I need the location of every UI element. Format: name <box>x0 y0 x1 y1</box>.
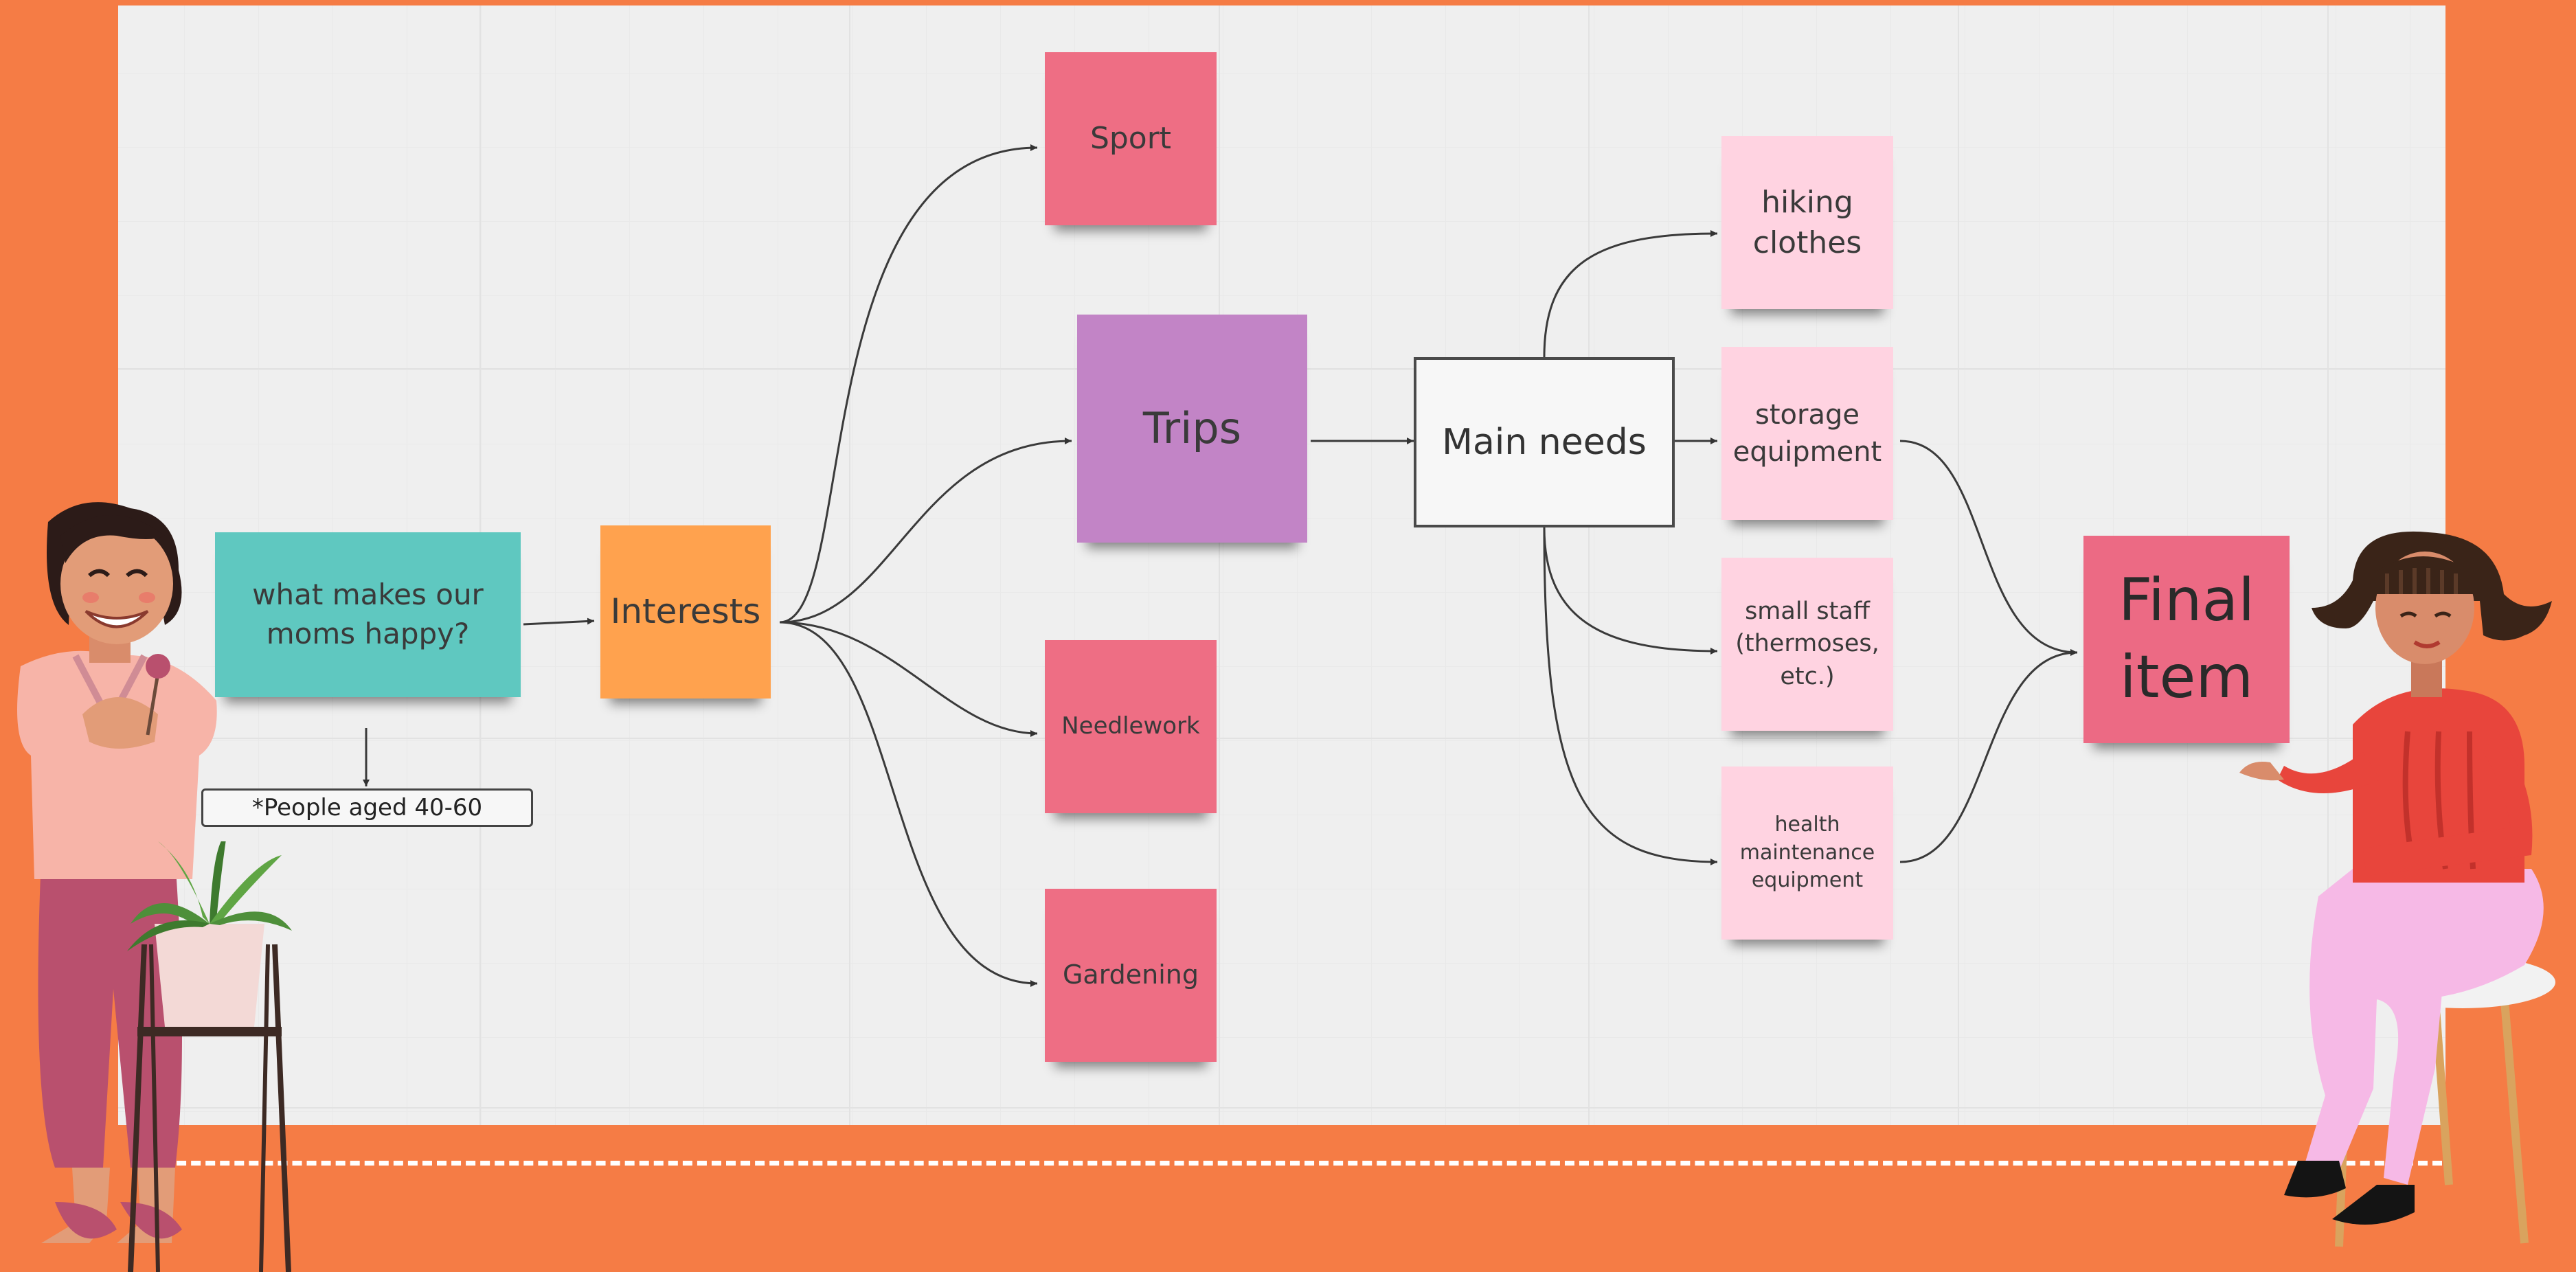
trips-note[interactable]: Trips <box>1077 315 1307 543</box>
connector-interests-to-needlework <box>779 621 1038 737</box>
whiteboard-canvas <box>118 5 2445 1125</box>
woman-holding-flower-illustration <box>17 502 217 1243</box>
gardening-label: Gardening <box>1062 959 1199 990</box>
small-staff-note[interactable]: small staff (thermoses, etc.) <box>1721 558 1893 731</box>
main-needs-label: Main needs <box>1442 422 1647 463</box>
connector-storage-to-final <box>1899 440 2078 656</box>
connector-interests-to-trips <box>779 438 1072 624</box>
sport-note[interactable]: Sport <box>1045 52 1217 225</box>
connector-root-to-interests <box>523 617 595 626</box>
storage-equipment-label: storage equipment <box>1732 399 1882 468</box>
storage-equipment-note[interactable]: storage equipment <box>1721 347 1893 520</box>
final-item-label: Final item <box>2118 566 2255 712</box>
connector-main-needs-to-health <box>1543 527 1718 865</box>
root-question-label: what makes our moms happy? <box>252 578 484 650</box>
interests-note[interactable]: Interests <box>600 525 771 699</box>
small-staff-label: small staff (thermoses, etc.) <box>1735 598 1879 690</box>
needlework-note[interactable]: Needlework <box>1045 640 1217 813</box>
connector-interests-to-sport <box>779 144 1038 624</box>
health-equipment-note[interactable]: health maintenance equipment <box>1721 766 1893 940</box>
hiking-clothes-note[interactable]: hiking clothes <box>1721 136 1893 309</box>
potted-plant-illustration <box>127 841 292 1272</box>
trips-label: Trips <box>1142 403 1242 454</box>
gardening-note[interactable]: Gardening <box>1045 889 1217 1062</box>
dashed-divider <box>148 1161 2442 1166</box>
connector-interests-to-gardening <box>779 621 1038 987</box>
interests-label: Interests <box>610 591 761 632</box>
audience-label: *People aged 40-60 <box>251 794 483 821</box>
final-item-note[interactable]: Final item <box>2083 536 2290 743</box>
hiking-clothes-label: hiking clothes <box>1752 184 1862 260</box>
needlework-label: Needlework <box>1061 712 1200 740</box>
woman-sitting-illustration <box>2239 531 2555 1247</box>
connector-main-needs-to-small-staff <box>1543 527 1718 655</box>
main-needs-box[interactable]: Main needs <box>1414 357 1675 527</box>
health-equipment-label: health maintenance equipment <box>1739 813 1875 893</box>
root-question-note[interactable]: what makes our moms happy? <box>215 532 521 697</box>
audience-label-box[interactable]: *People aged 40-60 <box>201 788 533 827</box>
sport-label: Sport <box>1089 121 1172 157</box>
connector-main-needs-to-hiking <box>1543 230 1718 358</box>
connector-health-to-final <box>1899 649 2078 863</box>
